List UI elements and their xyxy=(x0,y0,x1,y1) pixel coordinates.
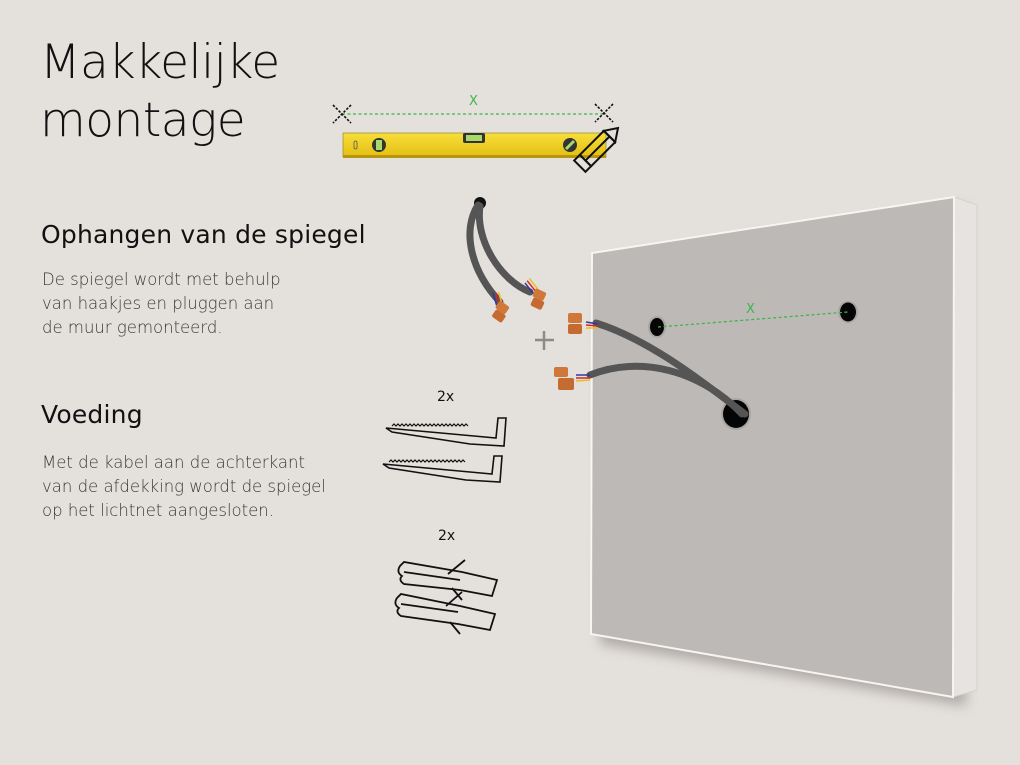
title-line-1: Makkelijke xyxy=(40,35,280,90)
svg-text:X: X xyxy=(469,94,478,109)
plugs-quantity: 2x xyxy=(438,528,456,544)
mirror-back-panel xyxy=(589,195,956,699)
hook-screw-icon xyxy=(382,455,503,483)
body-line: op het lichtnet aangesloten. xyxy=(42,501,274,520)
section-heading-mounting: Ophangen van de spiegel xyxy=(41,220,366,249)
title-line-2: montage xyxy=(40,93,246,148)
page-title: Makkelijke montage xyxy=(40,34,280,150)
body-line: van haakjes en pluggen aan xyxy=(42,294,275,313)
wall-cable-icon xyxy=(466,197,547,323)
body-line: Met de kabel aan de achterkant xyxy=(42,453,305,472)
section-heading-power: Voeding xyxy=(41,400,143,429)
wall-plug-icon xyxy=(394,591,497,635)
section-body-power: Met de kabel aan de achterkant van de af… xyxy=(42,451,326,523)
body-line: de muur gemonteerd. xyxy=(42,318,223,337)
body-line: van de afdekking wordt de spiegel xyxy=(42,477,326,496)
body-line: De spiegel wordt met behulp xyxy=(42,270,281,289)
mounting-hole-left xyxy=(648,316,666,338)
hook-screw-icon xyxy=(385,417,507,447)
mounting-hole-right xyxy=(838,301,858,323)
section-body-mounting: De spiegel wordt met behulp van haakjes … xyxy=(42,268,281,340)
spirit-level-icon: X xyxy=(332,94,614,158)
cable-hole xyxy=(721,398,751,430)
pencil-icon xyxy=(572,126,620,174)
plus-icon xyxy=(535,331,554,350)
mirror-connectors xyxy=(554,313,599,390)
hooks-quantity: 2x xyxy=(437,389,455,405)
mirror-cables xyxy=(586,319,749,418)
mirror-side-edge xyxy=(952,196,978,698)
wall-plug-icon xyxy=(397,559,499,601)
svg-text:X: X xyxy=(746,302,755,317)
